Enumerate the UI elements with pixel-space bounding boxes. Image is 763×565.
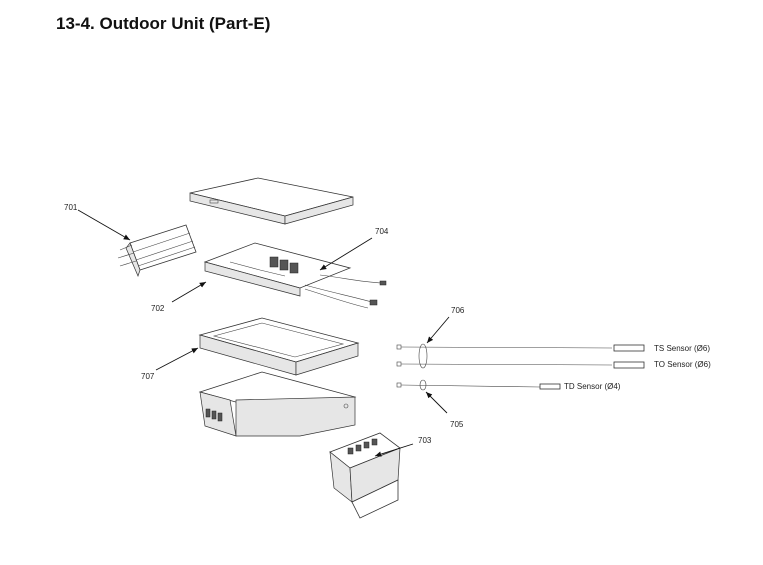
callout-707: 707 <box>141 372 155 381</box>
page-title: 13-4. Outdoor Unit (Part-E) <box>56 14 271 33</box>
callout-706: 706 <box>451 306 465 315</box>
leader-702 <box>171 281 207 303</box>
leader-701 <box>77 209 131 241</box>
cover-plate <box>189 177 354 225</box>
leader-705 <box>425 391 448 414</box>
sensor-td <box>396 382 561 390</box>
frame-707 <box>198 317 360 376</box>
sensor-clip-705 <box>419 379 427 391</box>
base-chassis <box>198 371 357 437</box>
leader-706 <box>426 316 450 344</box>
terminal-block-703 <box>329 432 401 519</box>
sensor-clip-706 <box>418 343 428 369</box>
callout-704: 704 <box>375 227 389 236</box>
heat-sink-701 <box>117 224 197 277</box>
leader-703 <box>374 443 414 457</box>
leader-704 <box>319 237 373 271</box>
leader-707 <box>155 347 199 371</box>
callout-701: 701 <box>64 203 78 212</box>
callout-703: 703 <box>418 436 432 445</box>
sensor-label-ts: TS Sensor (Ø6) <box>654 344 711 353</box>
sensor-label-td: TD Sensor (Ø4) <box>564 382 621 391</box>
callout-705: 705 <box>450 420 464 429</box>
callout-702: 702 <box>151 304 165 313</box>
sensor-ts <box>396 344 645 352</box>
pcb-board-702 <box>203 242 387 309</box>
sensor-to <box>396 361 645 369</box>
sensor-label-to: TO Sensor (Ø6) <box>654 360 711 369</box>
